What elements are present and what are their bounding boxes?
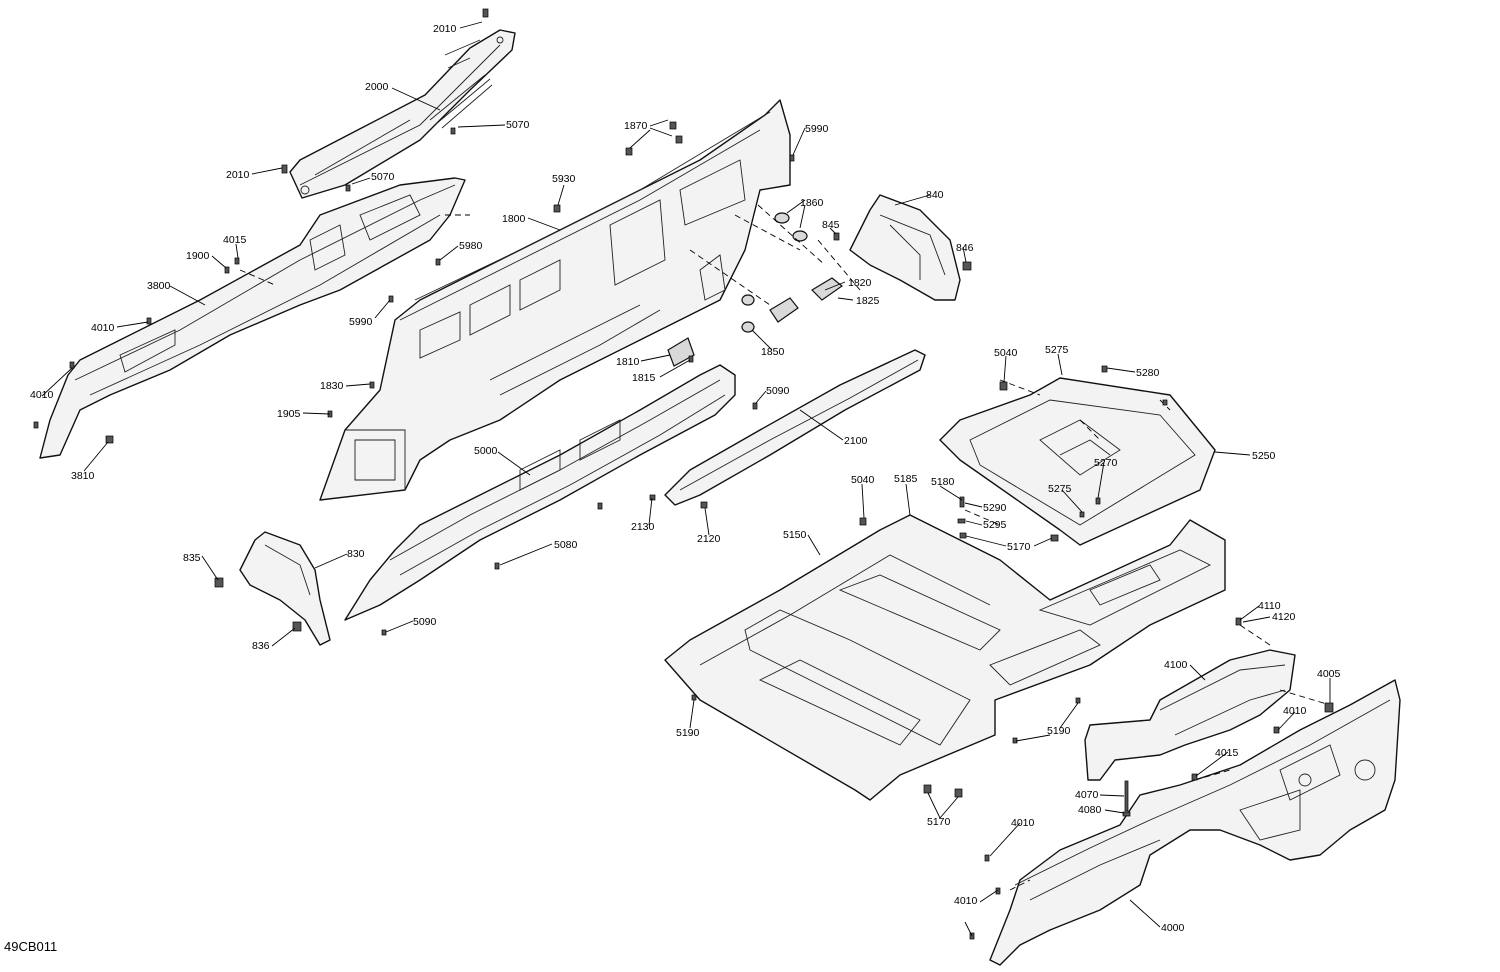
callout-label: 5040 (851, 474, 875, 486)
callout-label: 1830 (320, 380, 344, 392)
callout-label: 3800 (147, 280, 171, 292)
callout-label: 4120 (1272, 611, 1296, 623)
leader-lines (41, 21, 1331, 937)
part-5250-rear-tray[interactable] (939, 377, 1216, 546)
callout-label: 4005 (1317, 668, 1341, 680)
callout-label: 5080 (554, 539, 578, 551)
callout-label: 5930 (552, 173, 576, 185)
callout-label: 836 (252, 640, 270, 652)
callout-label: 4110 (1258, 600, 1281, 612)
callout-label: 840 (926, 189, 944, 201)
callout-label: 5275 (1048, 483, 1072, 495)
part-830-bracket[interactable] (239, 531, 331, 646)
callout-label: 5270 (1094, 457, 1118, 469)
callout-label: 5150 (783, 529, 807, 541)
callout-label: 1860 (800, 197, 824, 209)
callout-label: 2000 (365, 81, 389, 93)
callout-label: 5070 (506, 119, 530, 131)
callout-label: 2010 (226, 169, 250, 181)
part-5000-side-sill[interactable] (344, 364, 736, 621)
callout-label: 5170 (927, 816, 951, 828)
part-1825-clip[interactable] (769, 297, 799, 323)
callout-label: 5190 (676, 727, 700, 739)
callout-label: 5250 (1252, 450, 1276, 462)
part-1800-back-panel[interactable] (319, 99, 791, 501)
callout-label: 5185 (894, 473, 918, 485)
callout-label: 1905 (277, 408, 301, 420)
document-code: 49CB011 (4, 939, 58, 954)
callout-label: 4015 (223, 234, 247, 246)
callout-label: 1870 (624, 120, 648, 132)
callout-label: 4010 (954, 895, 978, 907)
callout-label: 4010 (1011, 817, 1035, 829)
assembly-lines (239, 204, 1331, 891)
callout-label: 2130 (631, 521, 655, 533)
callout-label: 5980 (459, 240, 483, 252)
part-2100-rail[interactable] (664, 349, 926, 506)
part-3800-left-channel[interactable] (39, 177, 466, 459)
callout-label: 5990 (349, 316, 373, 328)
callout-label: 830 (347, 548, 365, 560)
callout-label: 5170 (1007, 541, 1031, 553)
callout-label: 1850 (761, 346, 785, 358)
callout-label: 2120 (697, 533, 721, 545)
callout-label: 1900 (186, 250, 210, 262)
callout-label: 1820 (848, 277, 872, 289)
callout-label: 4010 (1283, 705, 1307, 717)
callout-label: 5295 (983, 519, 1007, 531)
callout-label: 835 (183, 552, 201, 564)
callout-label: 4080 (1078, 804, 1102, 816)
callout-label: 5990 (805, 123, 829, 135)
callout-label: 2010 (433, 23, 457, 35)
callout-label: 5000 (474, 445, 498, 457)
callout-label: 1810 (616, 356, 640, 368)
callout-label: 5190 (1047, 725, 1071, 737)
callout-label: 1825 (856, 295, 880, 307)
callout-label: 5280 (1136, 367, 1160, 379)
callout-label: 845 (822, 219, 840, 231)
callout-label: 5040 (994, 347, 1018, 359)
part-1850-grommet[interactable] (741, 294, 755, 333)
part-840-bracket[interactable] (849, 194, 961, 301)
callout-label: 1815 (632, 372, 656, 384)
callout-label: 4010 (30, 389, 54, 401)
part-5150-main-floor[interactable] (664, 514, 1226, 801)
callout-label: 5090 (766, 385, 790, 397)
callout-label: 4015 (1215, 747, 1239, 759)
callout-label: 4100 (1164, 659, 1188, 671)
callout-label: 1800 (502, 213, 526, 225)
callout-label: 5290 (983, 502, 1007, 514)
callout-label: 4000 (1161, 922, 1185, 934)
callout-label: 5180 (931, 476, 955, 488)
callout-label: 5090 (413, 616, 437, 628)
part-2000-rail[interactable] (289, 29, 516, 199)
callout-labels: 2010 2000 5070 2010 5070 1870 5990 5930 … (30, 23, 1341, 934)
callout-label: 5070 (371, 171, 395, 183)
callout-label: 5275 (1045, 344, 1069, 356)
part-1860-grommet[interactable] (774, 212, 808, 242)
callout-label: 846 (956, 242, 974, 254)
callout-label: 3810 (71, 470, 95, 482)
fasteners (33, 8, 1334, 940)
callout-label: 4070 (1075, 789, 1099, 801)
part-4100-channel[interactable] (1084, 649, 1296, 781)
callout-label: 4010 (91, 322, 115, 334)
callout-label: 2100 (844, 435, 868, 447)
part-1810-clip[interactable] (667, 337, 695, 367)
